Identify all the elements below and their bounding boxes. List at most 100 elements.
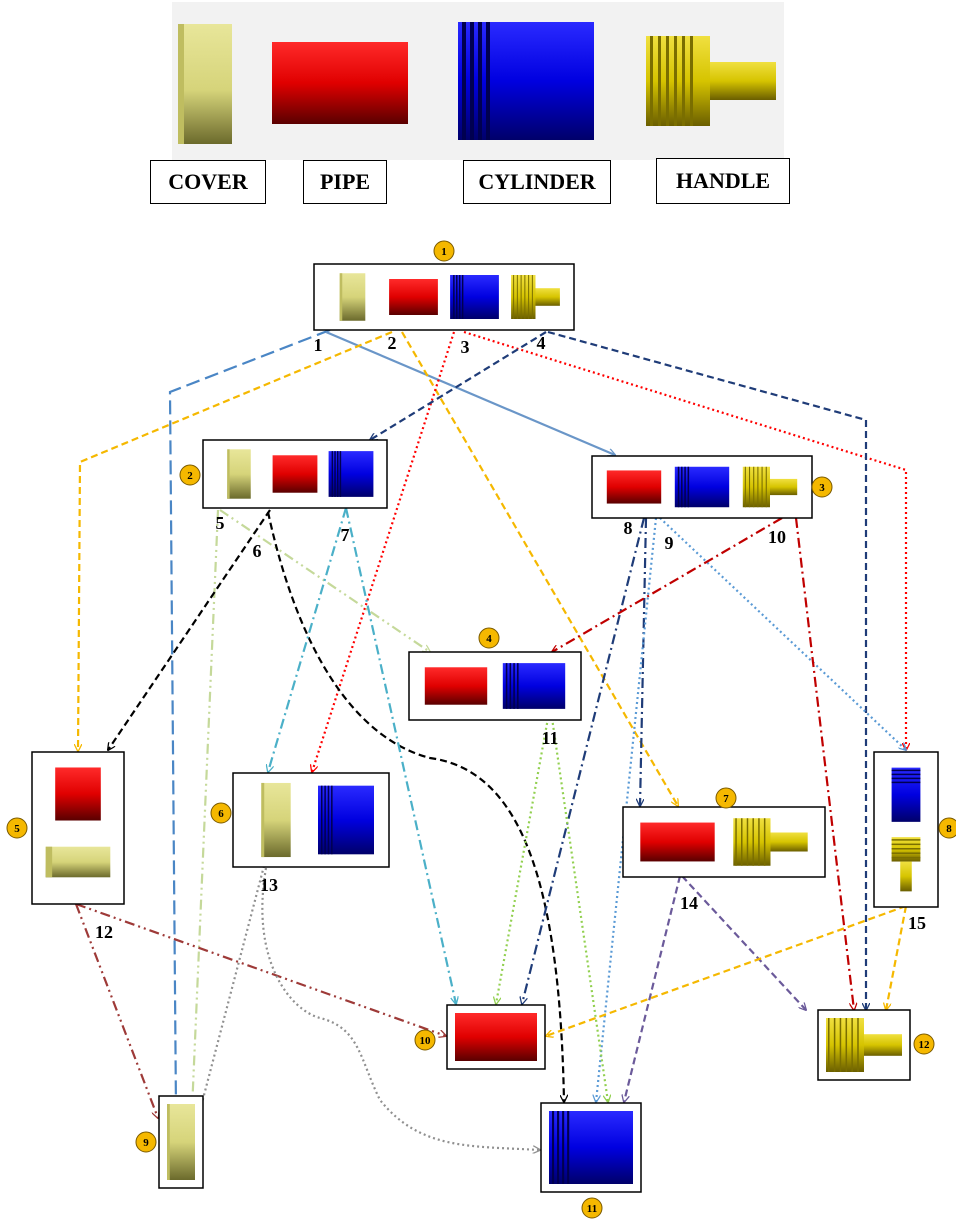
svg-text:2: 2 [187, 470, 193, 482]
edge-2-11 [266, 511, 564, 1102]
node-badge-11: 11 [581, 1197, 603, 1219]
legend-label-cylinder: CYLINDER [463, 160, 611, 204]
edge-label-1: 1 [314, 335, 323, 355]
edge-1-7 [401, 331, 678, 806]
svg-text:7: 7 [723, 793, 729, 805]
edge-5-9 [74, 903, 158, 1118]
legend-label-cover: COVER [150, 160, 266, 204]
node-1-cylinder-part [450, 275, 499, 319]
node-5: 5 [6, 751, 125, 905]
node-badge-5: 5 [6, 817, 28, 839]
node-7: 7 [622, 787, 826, 878]
edge-8-12 [886, 905, 908, 1010]
node-2-pipe-part [272, 455, 318, 493]
node-9: 9 [135, 1095, 204, 1189]
legend-pipe-shape [272, 42, 408, 124]
node-4-pipe-part [424, 667, 488, 705]
node-8: 8 [873, 751, 956, 908]
edge-label-8: 8 [624, 518, 633, 538]
node-6-cover-part [261, 782, 291, 858]
node-badge-2: 2 [179, 464, 201, 486]
node-7-pipe-part [640, 822, 715, 862]
node-badge-3: 3 [811, 476, 833, 498]
edge-label-7: 7 [341, 525, 350, 545]
edge-label-2: 2 [388, 333, 397, 353]
node-badge-8: 8 [938, 817, 956, 839]
node-12: 12 [817, 1009, 935, 1081]
node-8-cylinder-part [891, 767, 921, 822]
node-1-handle-part [511, 275, 560, 319]
node-badge-9: 9 [135, 1131, 157, 1153]
edge-4-10 [496, 717, 550, 1004]
node-3-pipe-part [606, 470, 662, 504]
legend-handle-shape [646, 36, 776, 126]
node-6: 6 [210, 772, 390, 868]
node-4: 4 [408, 627, 582, 721]
edge-2-9 [192, 509, 220, 1110]
legend-cover-shape [178, 24, 232, 144]
svg-text:10: 10 [420, 1035, 432, 1047]
edge-1-12 [547, 330, 866, 1010]
edge-2-6 [268, 507, 348, 772]
svg-text:1: 1 [441, 246, 447, 258]
svg-text:4: 4 [486, 633, 492, 645]
edge-2-4 [219, 509, 430, 652]
edge-3-12 [794, 517, 854, 1010]
edge-3-4 [552, 517, 783, 652]
edge-2-5 [108, 509, 271, 750]
node-badge-7: 7 [715, 787, 737, 809]
edge-label-12: 12 [95, 922, 113, 942]
svg-text:9: 9 [143, 1137, 149, 1149]
svg-text:6: 6 [218, 808, 224, 820]
node-5-pipe-part [55, 767, 101, 821]
edge-label-6: 6 [253, 541, 262, 561]
edge-label-15: 15 [908, 913, 926, 933]
edge-1-2 [370, 331, 547, 440]
edge-7-11 [624, 875, 682, 1102]
edge-label-9: 9 [665, 533, 674, 553]
svg-text:8: 8 [946, 823, 952, 835]
node-9-cover-part [167, 1104, 195, 1180]
svg-text:5: 5 [14, 823, 20, 835]
node-1-cover-part [339, 273, 366, 321]
legend-label-handle: HANDLE [656, 158, 790, 204]
node-7-handle-part [733, 818, 808, 866]
edge-6-9 [198, 865, 266, 1118]
edge-8-10 [546, 904, 907, 1036]
node-badge-4: 4 [478, 627, 500, 649]
node-3-handle-part [742, 466, 798, 508]
node-1: 1 [313, 240, 575, 331]
svg-text:12: 12 [919, 1039, 931, 1051]
edge-label-5: 5 [216, 513, 225, 533]
legend-cylinder-shape [458, 22, 594, 140]
legend-parts [172, 2, 784, 160]
edge-label-10: 10 [768, 527, 786, 547]
node-8-handle-part [891, 837, 921, 892]
node-2-cover-part [227, 449, 251, 499]
node-4-cylinder-part [502, 663, 566, 709]
node-5-cover-part [45, 846, 111, 878]
node-10: 10 [414, 1004, 546, 1070]
edge-label-13: 13 [260, 875, 278, 895]
node-badge-6: 6 [210, 802, 232, 824]
edge-1-6 [312, 331, 456, 772]
node-2-cylinder-part [328, 451, 374, 497]
svg-text:3: 3 [819, 482, 825, 494]
edge-label-4: 4 [537, 333, 546, 353]
edges-layer [74, 328, 908, 1150]
node-6-cylinder-part [318, 785, 374, 855]
edge-label-3: 3 [461, 337, 470, 357]
edge-6-11 [261, 867, 540, 1150]
edge-7-12 [681, 875, 806, 1010]
node-badge-1: 1 [433, 240, 455, 262]
edge-3-7 [640, 517, 648, 806]
node-11: 11 [540, 1102, 642, 1219]
node-badge-10: 10 [414, 1029, 436, 1051]
node-3: 3 [591, 455, 833, 519]
node-1-pipe-part [389, 279, 438, 315]
node-12-handle-part [826, 1018, 902, 1072]
edge-3-10 [522, 517, 646, 1004]
edge-1-9 [168, 328, 331, 1110]
